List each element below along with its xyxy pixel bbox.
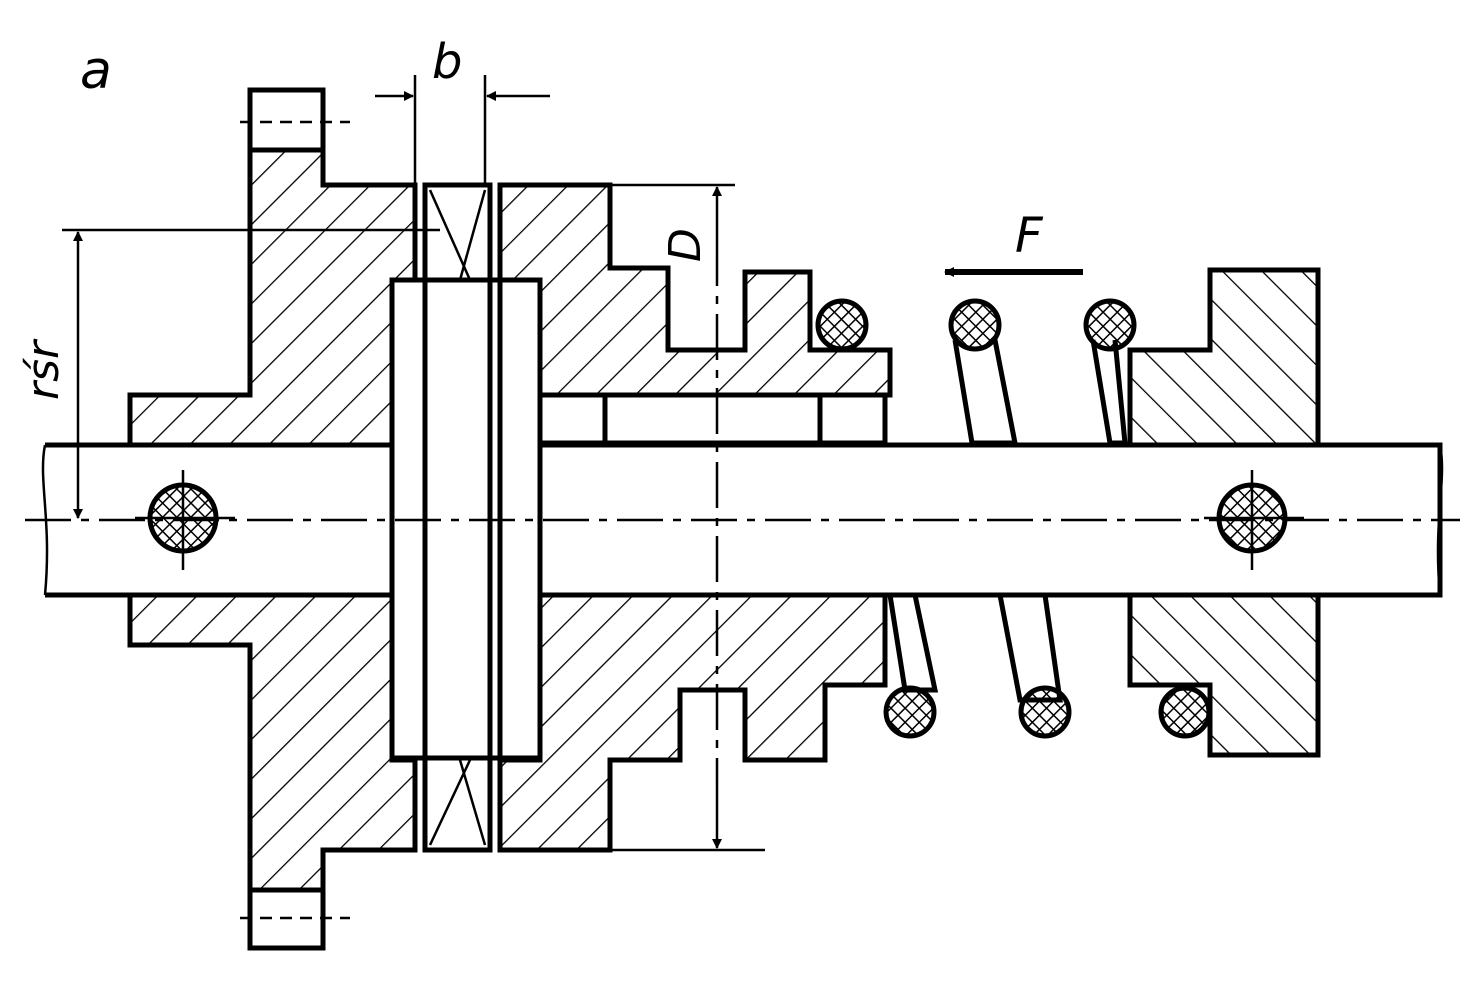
view-label: a xyxy=(80,41,112,101)
label-D: D xyxy=(660,228,711,262)
spring-collar xyxy=(1127,267,1321,758)
coil-spring xyxy=(815,298,1212,739)
friction-disc xyxy=(422,182,493,853)
force-arrow: F xyxy=(944,208,1083,277)
right-hub xyxy=(497,182,893,853)
shaft-pin-right xyxy=(1204,470,1304,570)
shaft-pin-left xyxy=(135,470,235,570)
label-b: b xyxy=(432,34,462,90)
label-F: F xyxy=(1015,208,1044,264)
dimension-b: b xyxy=(375,34,550,185)
dimension-rsr: rśr xyxy=(18,228,440,519)
dimension-D: D xyxy=(610,183,765,852)
label-rsr: rśr xyxy=(18,338,69,400)
